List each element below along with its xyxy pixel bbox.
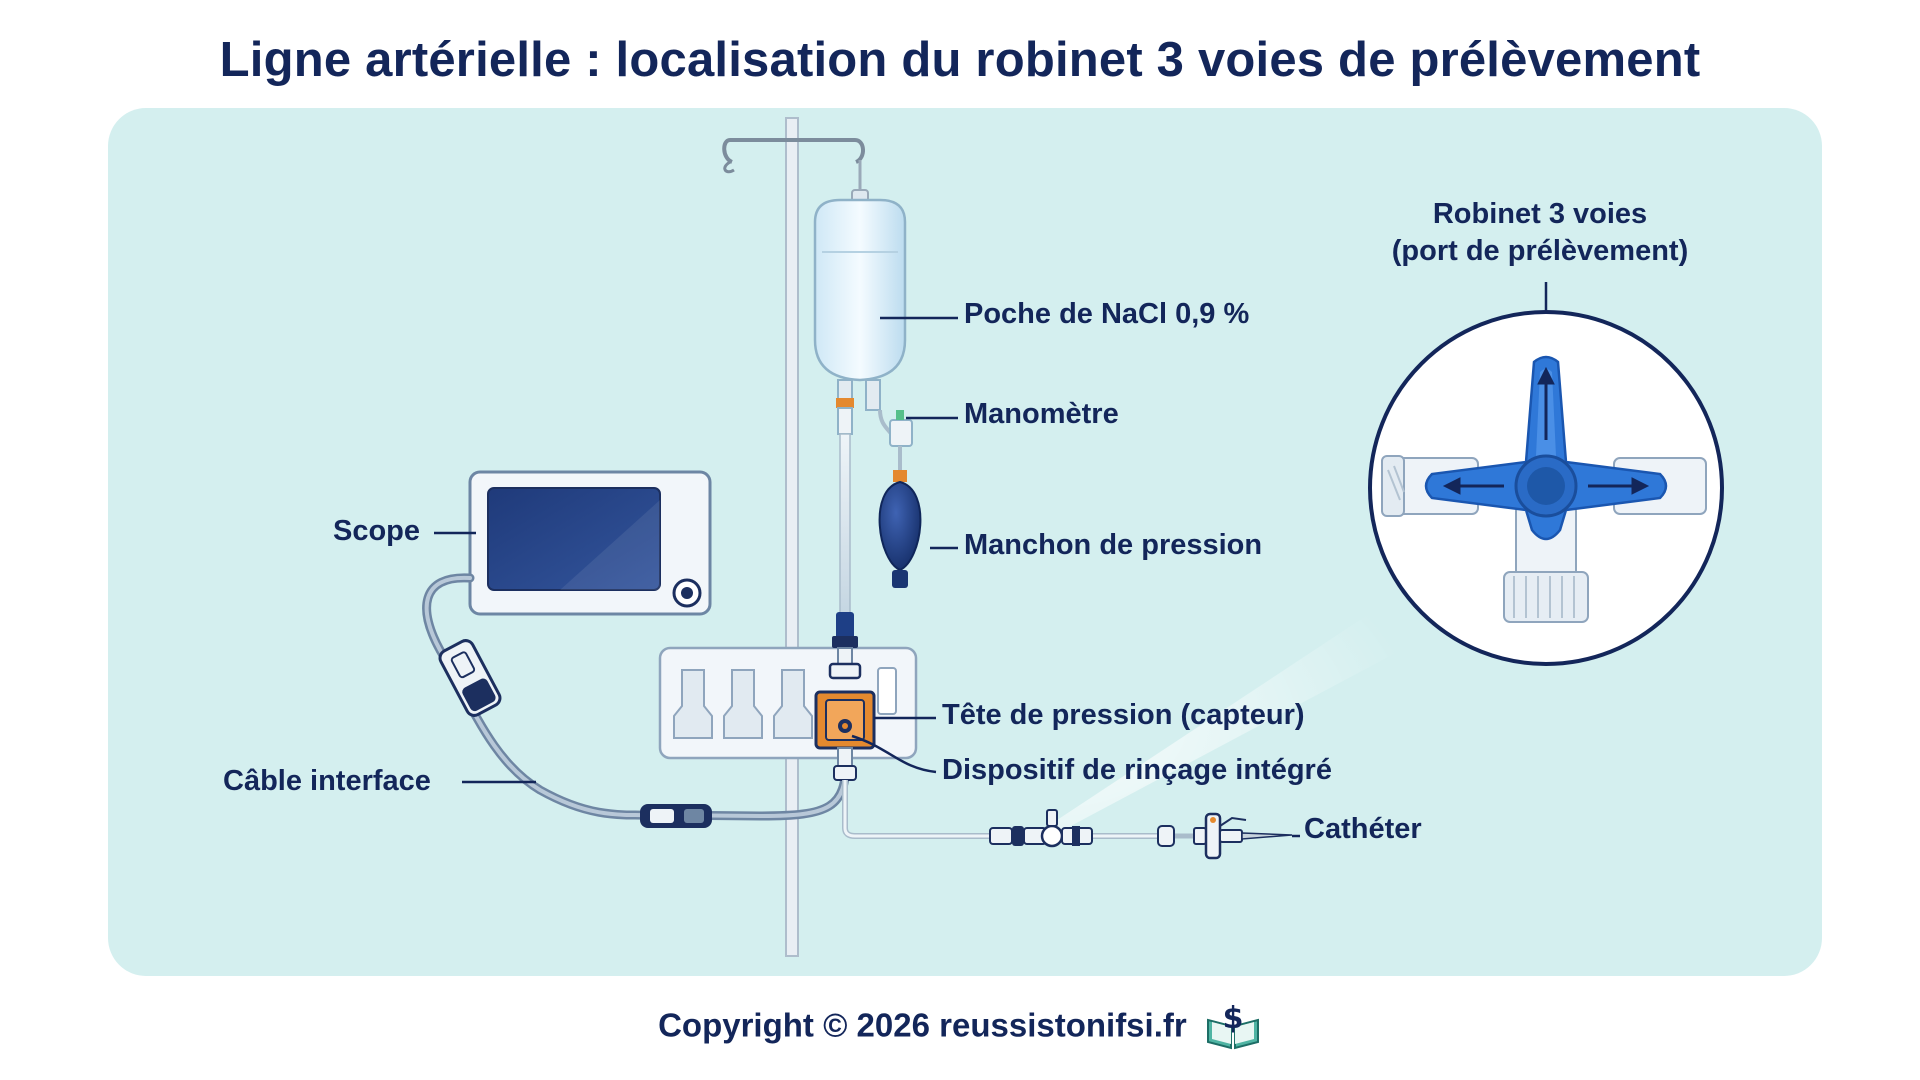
transducer-mount	[658, 646, 918, 760]
page-title: Ligne artérielle : localisation du robin…	[219, 33, 1701, 87]
inset-title: Robinet 3 voies (port de prélèvement)	[1330, 196, 1750, 270]
label-manometer: Manomètre	[964, 398, 1119, 430]
pressure-cuff	[878, 470, 922, 588]
inset-title-line1: Robinet 3 voies	[1432, 198, 1648, 230]
scope-monitor	[468, 470, 712, 616]
fluid-line	[839, 433, 851, 615]
copyright-text: Copyright © 2026 reussistonifsi.fr	[658, 1006, 1187, 1044]
catheter	[1193, 812, 1293, 860]
saline-bag	[813, 160, 907, 435]
stopcock-small	[989, 809, 1175, 848]
label-saline-bag: Poche de NaCl 0,9 %	[964, 298, 1250, 330]
label-transducer: Tête de pression (capteur)	[942, 699, 1305, 731]
label-flush-device: Dispositif de rinçage intégré	[942, 754, 1332, 786]
label-pressure-cuff: Manchon de pression	[964, 529, 1263, 561]
patient-line	[842, 780, 1195, 839]
book-dollar-icon: $	[1204, 998, 1262, 1058]
footer: Copyright © 2026 reussistonifsi.fr $	[0, 998, 1920, 1058]
stopcock-inset	[1368, 310, 1724, 666]
label-catheter: Cathéter	[1304, 813, 1422, 845]
label-scope: Scope	[333, 515, 421, 547]
zoom-beam	[1045, 612, 1420, 836]
manometer	[878, 409, 913, 470]
svg-text:$: $	[1222, 1001, 1243, 1036]
pressure-transducer	[814, 612, 876, 781]
inset-title-line2: (port de prélèvement)	[1391, 235, 1689, 267]
label-interface-cable: Câble interface	[223, 765, 431, 797]
leader-lines	[434, 282, 1548, 838]
interface-cable	[422, 573, 851, 828]
